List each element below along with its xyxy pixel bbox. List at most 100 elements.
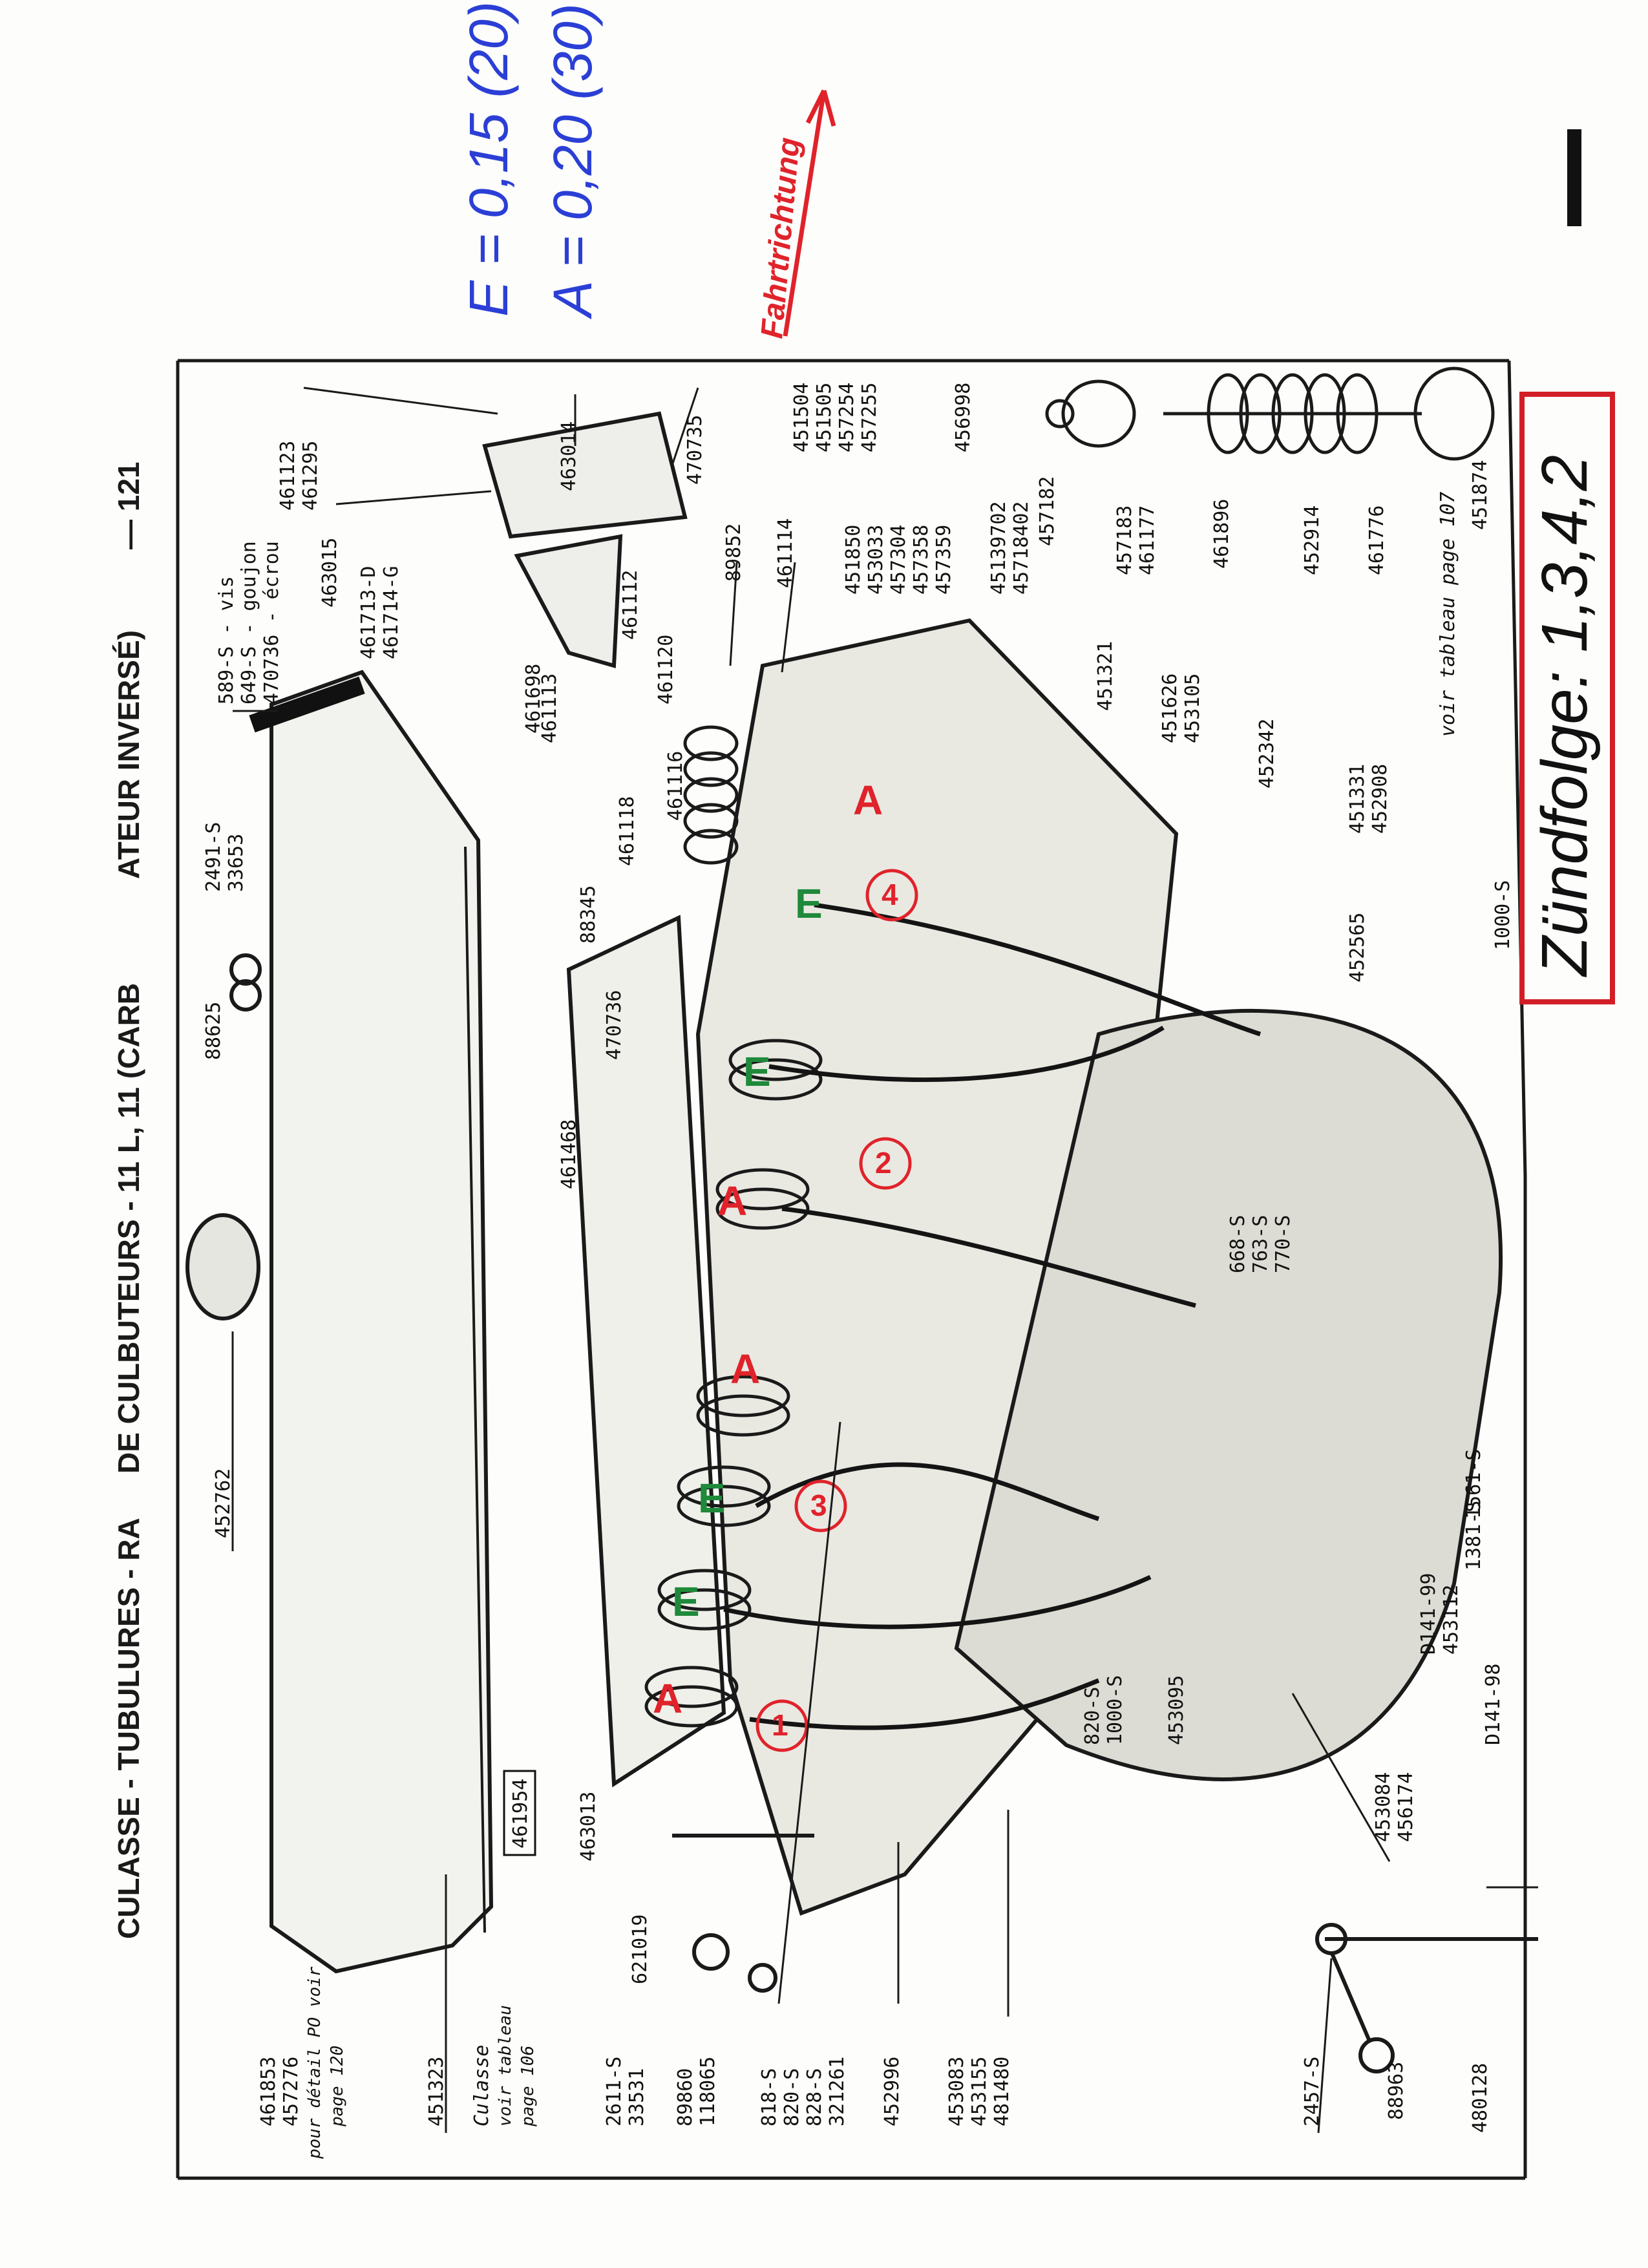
part-label: 461954 xyxy=(509,1779,532,1849)
part-label: 461123 xyxy=(277,441,299,511)
manifold xyxy=(954,1008,1503,1781)
part-label: 470736 xyxy=(603,990,626,1060)
part-label: 457255 xyxy=(858,383,881,452)
part-label: 589-S - vis xyxy=(215,576,238,705)
part-label: 457254 xyxy=(836,383,858,452)
clearance-notes: E = 0,15 (20) A = 0,20 (30) xyxy=(458,1,603,320)
part-461954-box xyxy=(503,1770,536,1856)
part-label: 1000-S xyxy=(1104,1675,1126,1745)
part-label: 451505 xyxy=(813,383,836,452)
part-label: 461896 xyxy=(1210,499,1233,569)
rocker-cover xyxy=(269,670,494,1974)
part-label: 89860 xyxy=(674,2068,697,2126)
part-label: 88963 xyxy=(1385,2062,1408,2120)
part-label: 1561-S xyxy=(1463,1449,1485,1519)
part-label: 2611-S xyxy=(603,2057,626,2126)
part-label: 452565 xyxy=(1346,913,1369,982)
part-label: 453105 xyxy=(1181,673,1204,743)
part-label: 461116 xyxy=(664,751,687,821)
part-label: 461713-D xyxy=(357,566,380,660)
part-label: 461698 xyxy=(522,664,545,734)
part-label: 45139702 xyxy=(988,502,1010,595)
part-label: 828-S xyxy=(803,2068,826,2126)
part-label: 818-S xyxy=(758,2068,781,2126)
part-label: Culasse xyxy=(470,2045,493,2126)
part-label: D141-99 xyxy=(1417,1573,1440,1655)
part-label: 453033 xyxy=(865,525,887,595)
part-label: 451504 xyxy=(790,383,813,452)
part-label: 452908 xyxy=(1369,764,1391,834)
part-label: 33531 xyxy=(626,2068,648,2126)
part-label: 457182 xyxy=(1036,476,1059,546)
part-label: 461776 xyxy=(1366,505,1388,575)
valve-letter: E xyxy=(672,1578,700,1625)
page-title-mid: DE CULBUTEURS - 11 L, 11 (CARB xyxy=(112,983,145,1474)
part-label: 88345 xyxy=(577,885,600,944)
part-label: 763-S xyxy=(1249,1215,1272,1273)
valve-letter: A xyxy=(717,1178,747,1224)
part-label: 89852 xyxy=(723,524,745,582)
cylinder-number-4: 4 xyxy=(882,878,898,911)
part-label: 451626 xyxy=(1159,673,1181,743)
valve-letter: E xyxy=(698,1475,726,1521)
part-label: 461113 xyxy=(538,673,561,743)
valve-springs xyxy=(644,1039,823,1728)
part-label: 461177 xyxy=(1136,505,1159,575)
firing-order-text: Zündfolge: 1,3,4,2 xyxy=(1528,455,1601,977)
part-label: 481480 xyxy=(991,2057,1013,2126)
part-label: 463013 xyxy=(577,1792,600,1861)
washer-88625 xyxy=(229,979,262,1012)
hand-arrows xyxy=(723,902,1262,1730)
part-label: 461714-G xyxy=(380,566,403,660)
part-label: 1000-S xyxy=(1492,880,1514,950)
rocker-shaft xyxy=(566,915,726,1788)
valve-letter: E xyxy=(795,880,823,927)
part-label: 457183 xyxy=(1114,505,1136,575)
part-label: voir tableau page 107 xyxy=(1437,492,1459,737)
valve-letter: A xyxy=(853,777,883,823)
part-label: 457304 xyxy=(887,525,910,595)
part-label: 451321 xyxy=(1094,641,1117,711)
part-label: voir tableau xyxy=(496,2005,515,2126)
cylinder-markers xyxy=(755,869,918,1752)
diagram-frame xyxy=(176,359,1527,2180)
part-label: 668-S xyxy=(1227,1215,1249,1273)
spring-461116 xyxy=(683,725,739,865)
part-callouts: 461123 461295 463014 470735 451504 45150… xyxy=(202,383,1514,2159)
clearance-intake: A = 0,20 (30) xyxy=(542,3,603,320)
part-label: 463015 xyxy=(319,538,341,608)
engine-illustration xyxy=(185,366,1538,2073)
part-label: 452342 xyxy=(1256,719,1278,789)
part-label: 118065 xyxy=(697,2057,719,2126)
top-spring-assembly xyxy=(1045,366,1495,461)
part-label: 453112 xyxy=(1440,1585,1463,1655)
part-label: 457358 xyxy=(910,525,933,595)
cylinder-number-3: 3 xyxy=(810,1489,827,1522)
part-label: 451874 xyxy=(1469,460,1492,530)
part-label: 457276 xyxy=(280,2057,302,2126)
part-label: 2491-S xyxy=(202,822,225,892)
oil-filler-cap xyxy=(185,1213,260,1320)
direction-arrow xyxy=(783,90,827,337)
leader-lines xyxy=(231,387,1538,2134)
part-label: 453084 xyxy=(1372,1772,1395,1842)
washer-89860 xyxy=(748,1963,777,1993)
scan-margin-bar xyxy=(1567,129,1581,226)
page-title-left: CULASSE - TUBULURES - RA xyxy=(112,1518,145,1939)
part-label: 453095 xyxy=(1165,1675,1188,1745)
part-label: 453155 xyxy=(968,2057,991,2126)
cylinder-number-2: 2 xyxy=(875,1146,892,1180)
valve-letters: A E E A A E E A xyxy=(653,777,883,1722)
part-label: 452996 xyxy=(881,2057,903,2126)
part-label: 820-S xyxy=(781,2068,803,2126)
part-label: 453083 xyxy=(945,2057,968,2126)
part-label: 451323 xyxy=(425,2057,448,2126)
part-label: 470735 xyxy=(684,415,706,485)
part-label: 463014 xyxy=(558,421,580,491)
part-label: D141-98 xyxy=(1482,1664,1505,1745)
page-title-group: CULASSE - TUBULURES - RA DE CULBUTEURS -… xyxy=(112,461,145,1939)
part-label: 451850 xyxy=(842,525,865,595)
part-label: 88625 xyxy=(202,1002,225,1060)
